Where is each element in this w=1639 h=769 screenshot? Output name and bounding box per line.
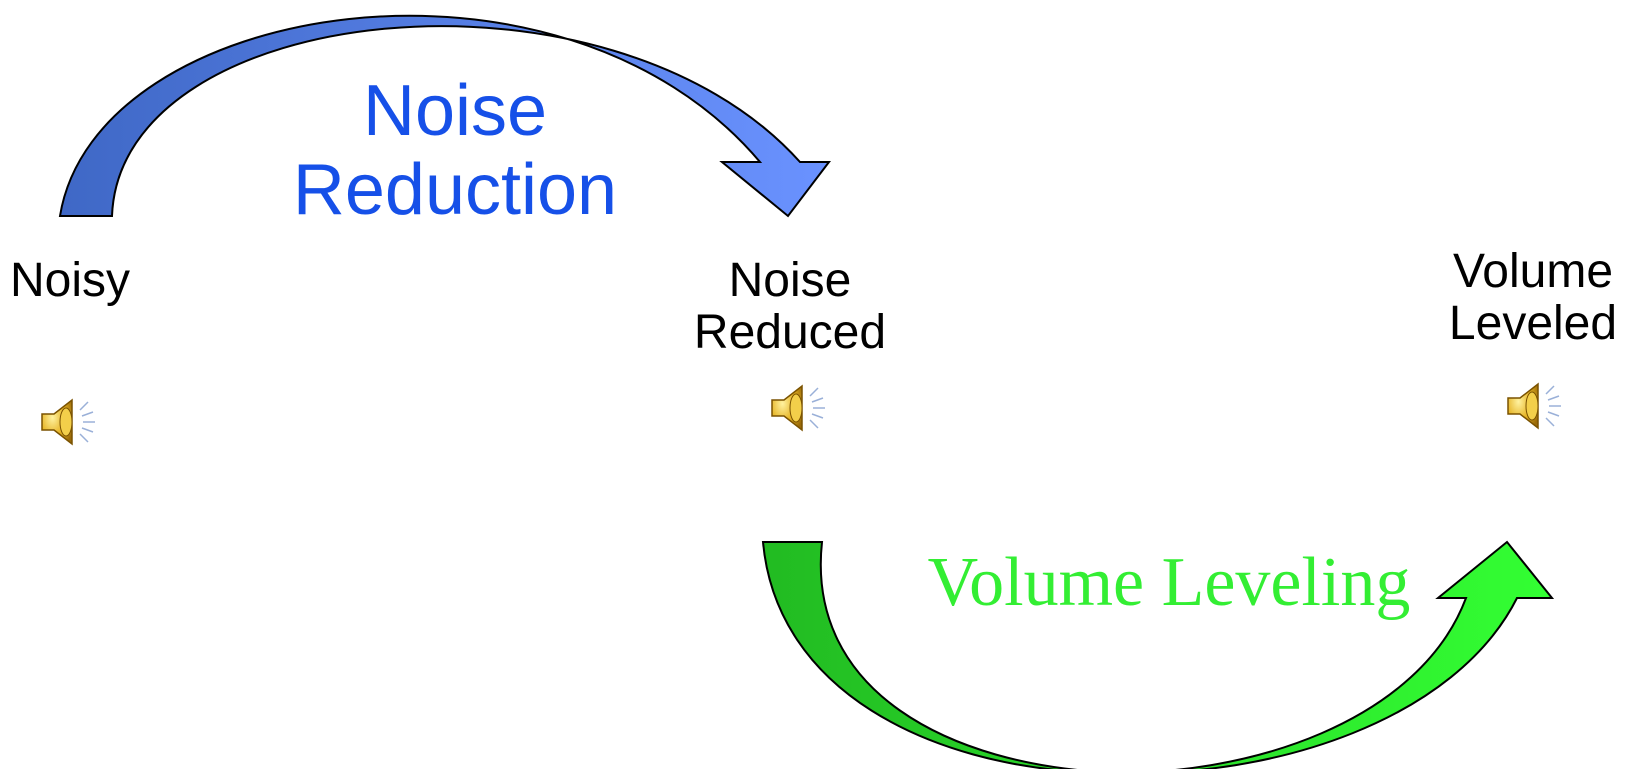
stage-volume-leveled-line-2: Leveled bbox=[1448, 296, 1618, 350]
volume-leveling-label: Volume Leveling bbox=[904, 545, 1434, 621]
stage-noisy-line-1: Noisy bbox=[10, 254, 131, 307]
stage-volume-leveled-line-1: Volume bbox=[1452, 245, 1614, 298]
noise-reduction-arrow bbox=[58, 14, 832, 218]
stage-noise-reduced-line-2: Reduced bbox=[693, 305, 887, 359]
sound-waves bbox=[809, 387, 825, 429]
stage-noise-reduced-label: Noise Reduced bbox=[680, 255, 900, 359]
noise-reduced-speaker-icon[interactable] bbox=[766, 376, 830, 440]
noise-reduction-label: Noise Reduction bbox=[270, 71, 640, 231]
noise-reduction-line-2: Reduction bbox=[292, 150, 618, 231]
stage-volume-leveled-label: Volume Leveled bbox=[1428, 246, 1638, 350]
noise-reduction-line-1: Noise bbox=[362, 71, 548, 151]
sound-waves bbox=[1545, 385, 1561, 427]
stage-noisy-label: Noisy bbox=[0, 255, 165, 307]
speaker-center bbox=[59, 407, 73, 437]
speaker-center bbox=[789, 393, 803, 423]
stage-noise-reduced-line-1: Noise bbox=[728, 254, 852, 307]
volume-leveling-arrow bbox=[761, 540, 1555, 769]
sound-waves bbox=[79, 401, 95, 443]
volume-leveled-speaker-icon[interactable] bbox=[1502, 374, 1566, 438]
volume-leveling-text: Volume Leveling bbox=[927, 544, 1411, 621]
speaker-center bbox=[1525, 391, 1539, 421]
noisy-speaker-icon[interactable] bbox=[36, 390, 100, 454]
